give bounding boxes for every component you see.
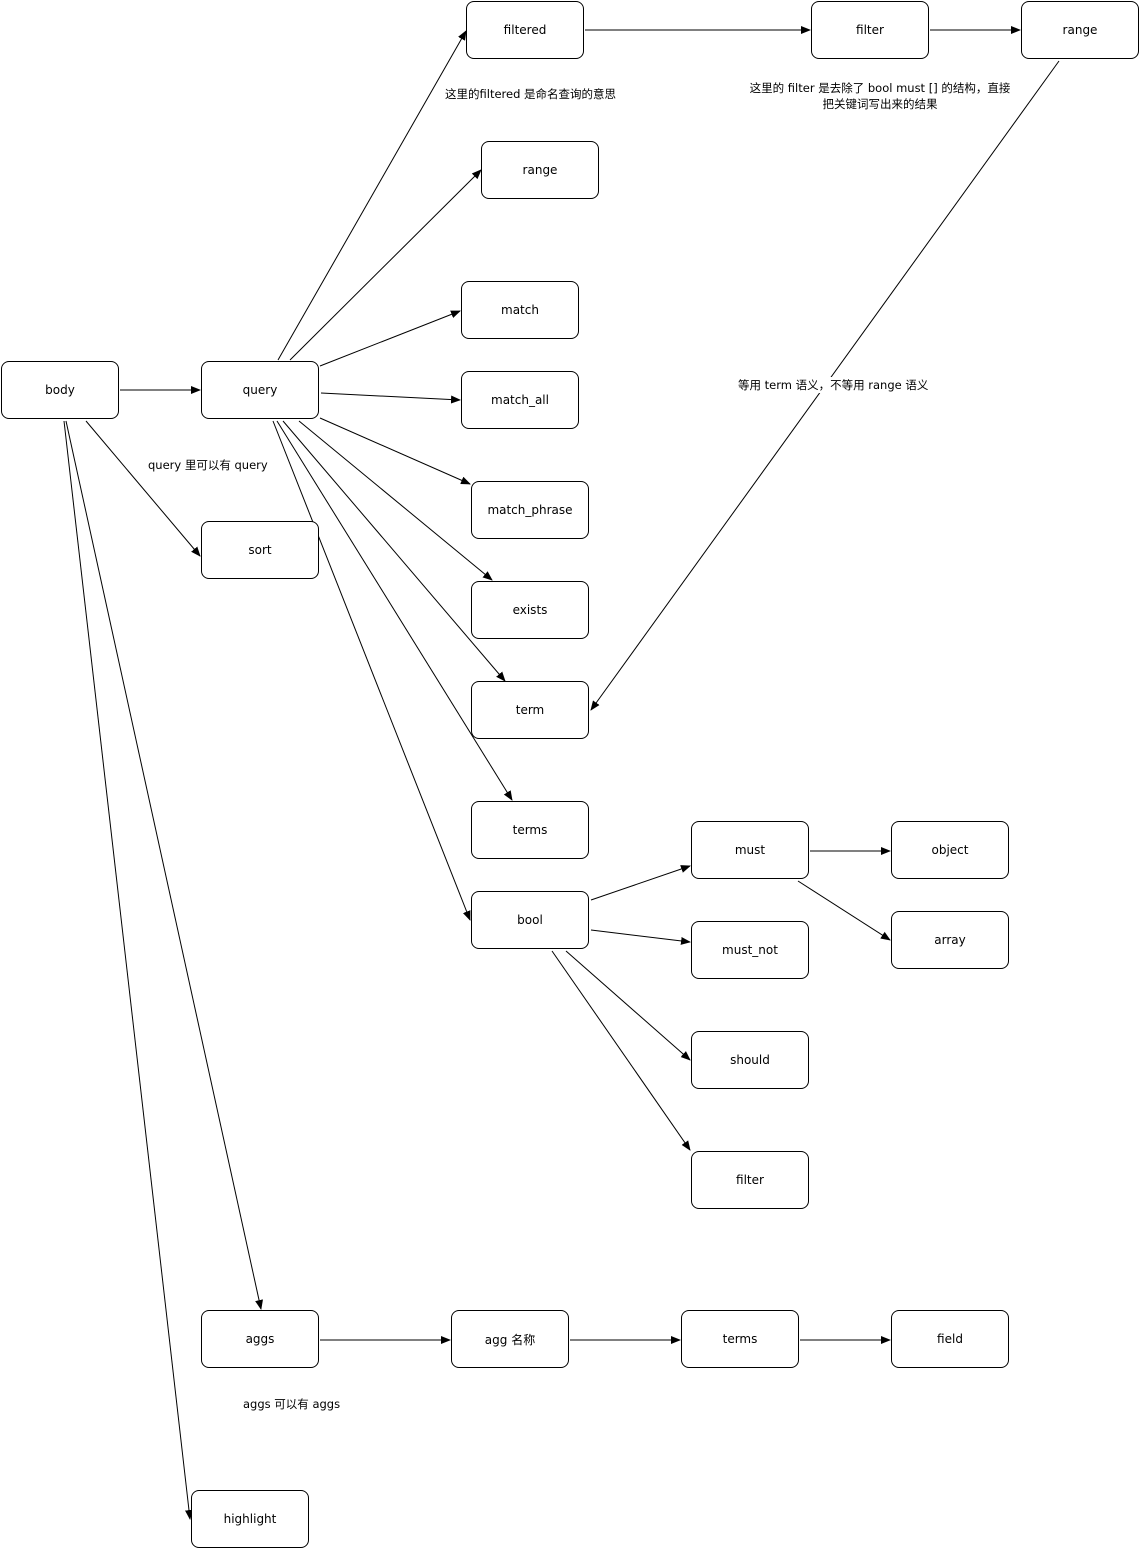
note-aggs: aggs 可以有 aggs	[243, 1397, 341, 1411]
node-agg-name[interactable]: agg 名称	[451, 1310, 569, 1368]
note-filter-line2: 把关键词写出来的结果	[822, 97, 938, 111]
note-query: query 里可以有 query	[148, 458, 268, 472]
edge-body-to-sort	[85, 420, 201, 557]
node-aggs[interactable]: aggs	[201, 1310, 319, 1368]
edge-query-to-bool	[272, 420, 471, 921]
node-must-not[interactable]: must_not	[691, 921, 809, 979]
edge-query-to-term	[282, 420, 506, 682]
node-filtered[interactable]: filtered	[466, 1, 584, 59]
node-filter-top[interactable]: filter	[811, 1, 929, 59]
node-should[interactable]: should	[691, 1031, 809, 1089]
note-filter: 这里的 filter 是去除了 bool must [] 的结构，直接 把关键词…	[740, 80, 1020, 112]
node-array[interactable]: array	[891, 911, 1009, 969]
edge-query-to-exists	[298, 420, 493, 581]
node-range[interactable]: range	[481, 141, 599, 199]
edge-query-to-filtered	[277, 30, 467, 361]
node-highlight[interactable]: highlight	[191, 1490, 309, 1548]
edge-bool-to-should	[565, 950, 691, 1061]
node-match[interactable]: match	[461, 281, 579, 339]
node-must[interactable]: must	[691, 821, 809, 879]
edge-bool-to-must	[590, 865, 691, 901]
node-term[interactable]: term	[471, 681, 589, 739]
node-sort[interactable]: sort	[201, 521, 319, 579]
node-filter-bool[interactable]: filter	[691, 1151, 809, 1209]
node-agg-terms[interactable]: terms	[681, 1310, 799, 1368]
edge-query-to-match_all	[320, 392, 461, 404]
node-match-phrase[interactable]: match_phrase	[471, 481, 589, 539]
node-match-all[interactable]: match_all	[461, 371, 579, 429]
edge-must-to-array	[797, 880, 891, 941]
edge-query-to-match	[319, 310, 461, 367]
node-terms[interactable]: terms	[471, 801, 589, 859]
note-filter-line1: 这里的 filter 是去除了 bool must [] 的结构，直接	[749, 81, 1011, 95]
edge-bool-to-filter_bool	[551, 950, 691, 1151]
node-object[interactable]: object	[891, 821, 1009, 879]
node-exists[interactable]: exists	[471, 581, 589, 639]
node-bool[interactable]: bool	[471, 891, 589, 949]
node-range-top[interactable]: range	[1021, 1, 1139, 59]
node-query[interactable]: query	[201, 361, 319, 419]
note-filtered: 这里的filtered 是命名查询的意思	[445, 87, 617, 101]
node-field[interactable]: field	[891, 1310, 1009, 1368]
edge-body-to-aggs	[65, 420, 263, 1310]
note-range-term: 等用 term 语义，不等用 range 语义	[738, 377, 929, 393]
edge-bool-to-must_not	[590, 929, 691, 945]
edge-query-to-match_phrase	[319, 417, 471, 485]
edge-body-to-highlight	[63, 420, 193, 1520]
node-body[interactable]: body	[1, 361, 119, 419]
edge-query-to-range	[289, 169, 482, 361]
